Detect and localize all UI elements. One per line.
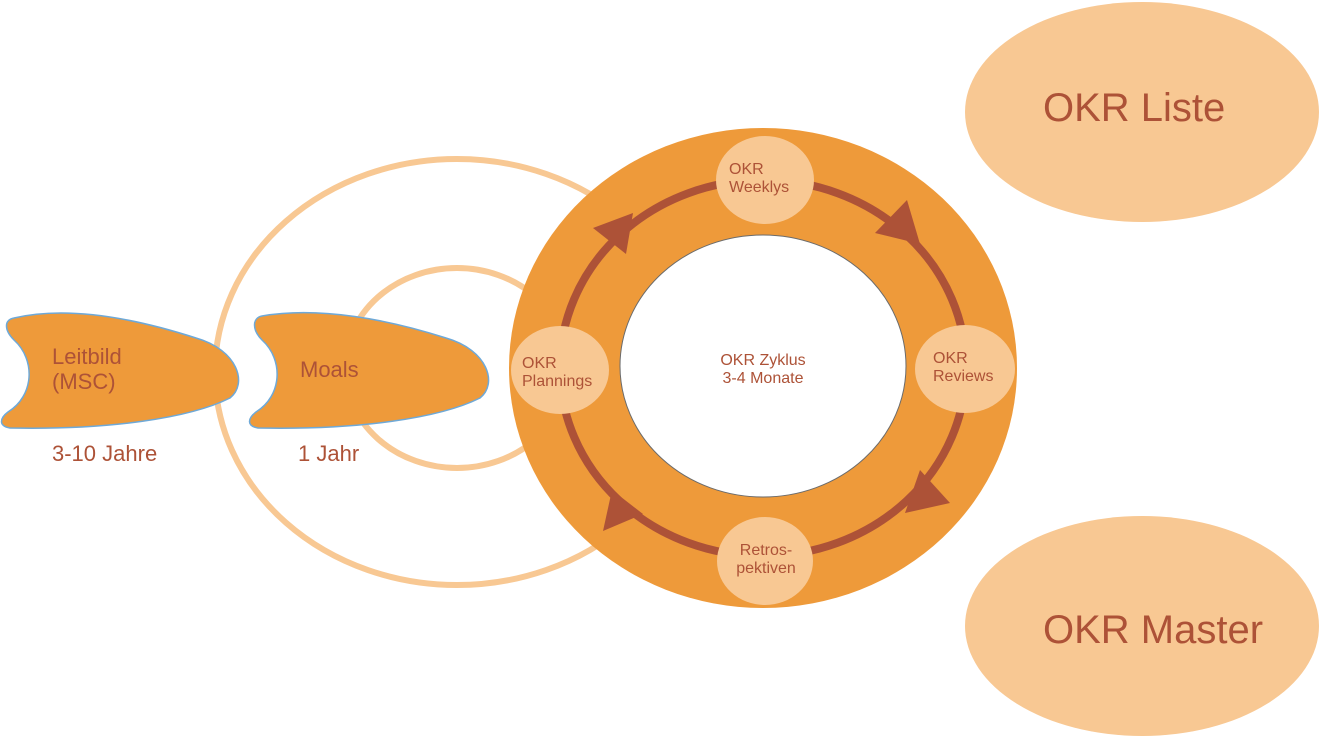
- okr-liste-blob: [965, 2, 1319, 222]
- cycle-center-line2: 3-4 Monate: [722, 370, 804, 388]
- okr-master-label: OKR Master: [1043, 608, 1264, 652]
- step-weeklys-label: OKR Weeklys: [729, 161, 789, 198]
- leitbild-label-line2: (MSC): [52, 369, 116, 395]
- arrowhead-bottom-left: [603, 490, 643, 531]
- cycle-center-label: OKR Zyklus 3-4 Monate: [693, 352, 833, 389]
- okr-liste-label: OKR Liste: [1043, 86, 1226, 130]
- step-reviews-circle: [915, 325, 1015, 413]
- step-retros-circle: [717, 517, 813, 605]
- leitbild-shape: [0, 312, 240, 429]
- leitbild-duration: 3-10 Jahre: [52, 441, 158, 466]
- moals-shape: [248, 311, 490, 429]
- arrowhead-top-right: [875, 200, 920, 244]
- step-retros-line1: Retros-: [739, 542, 793, 559]
- arrowhead-bottom-right: [905, 470, 950, 513]
- step-weeklys-circle: [716, 136, 814, 224]
- leitbild-label-line1: Leitbild: [52, 344, 122, 369]
- cycle-center-line1: OKR Zyklus: [720, 352, 806, 369]
- step-plannings-line2: Plannings: [522, 373, 593, 391]
- moals-duration: 1 Jahr: [298, 441, 360, 466]
- step-retros-label: Retros- pektiven: [718, 542, 814, 579]
- moals-label: Moals: [300, 357, 359, 382]
- arrowhead-top-left: [593, 213, 633, 254]
- step-reviews-line1: OKR: [933, 350, 968, 367]
- step-reviews-line2: Reviews: [933, 368, 994, 386]
- step-reviews-label: OKR Reviews: [933, 350, 993, 387]
- step-plannings-circle: [511, 326, 609, 414]
- okr-master-blob: [965, 516, 1319, 736]
- leitbild-label: Leitbild (MSC): [52, 344, 122, 395]
- step-weeklys-line2: Weeklys: [729, 179, 790, 197]
- step-retros-line2: pektiven: [736, 560, 796, 578]
- step-weeklys-line1: OKR: [729, 161, 764, 178]
- step-plannings-label: OKR Plannings: [522, 355, 592, 392]
- okr-cycle-inner: [619, 234, 907, 498]
- step-plannings-line1: OKR: [522, 355, 557, 372]
